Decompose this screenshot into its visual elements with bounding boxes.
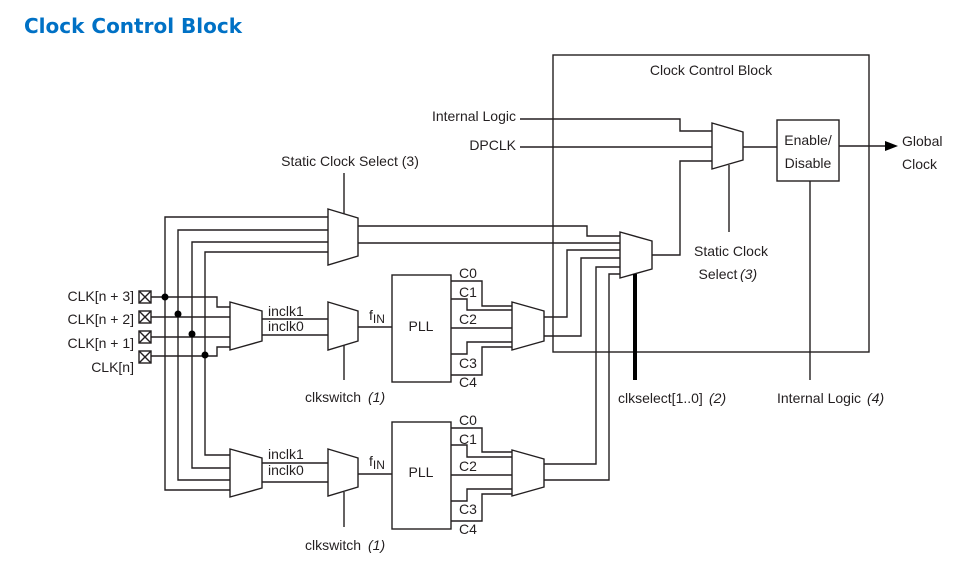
upper-clkswitch-label: clkswitch bbox=[305, 389, 361, 405]
clk-n1-label: CLK[n + 1] bbox=[67, 335, 134, 351]
fin-sub: IN bbox=[373, 312, 385, 326]
clk-bus-down-2 bbox=[177, 310, 230, 481]
clk-n3-label: CLK[n + 3] bbox=[67, 288, 134, 304]
fin-f: f bbox=[369, 453, 373, 469]
pin-box-icon bbox=[138, 350, 152, 364]
clock-control-block-title: Clock Control Block bbox=[650, 62, 773, 78]
clk-bus-wire-2 bbox=[177, 229, 328, 310]
enable-disable-line1: Enable/ bbox=[784, 132, 832, 148]
junction-dot bbox=[161, 293, 169, 301]
static-clock-select-inner-line1: Static Clock bbox=[694, 243, 769, 259]
upper-c4-wire bbox=[451, 346, 512, 376]
upper-fin-label: fIN bbox=[369, 307, 385, 326]
pin-wire-n3 bbox=[151, 296, 230, 308]
clk-bus-down-4 bbox=[204, 353, 230, 456]
pin-box-icon bbox=[138, 310, 152, 324]
lower-clkswitch-note: (1) bbox=[368, 537, 385, 553]
clk-n2-label: CLK[n + 2] bbox=[67, 311, 134, 327]
fin-f: f bbox=[369, 307, 373, 323]
lower-clkswitch-mux bbox=[327, 448, 359, 497]
clkselect-label: clkselect[1..0] bbox=[618, 390, 703, 406]
clk-bus-wire-4 bbox=[204, 251, 328, 353]
upper-out-wire-2 bbox=[544, 257, 620, 337]
static-clock-select-mux bbox=[327, 208, 359, 266]
upper-pll-output-mux bbox=[511, 301, 545, 351]
static-mux-out-1 bbox=[358, 225, 620, 237]
lower-pll-output-mux bbox=[511, 449, 545, 497]
lower-c3-wire bbox=[451, 488, 512, 502]
upper-inclk1-label: inclk1 bbox=[268, 303, 304, 319]
lower-out-wire-2 bbox=[544, 273, 620, 481]
enable-disable-box bbox=[776, 119, 840, 182]
fin-sub: IN bbox=[373, 458, 385, 472]
lower-c2-label: C2 bbox=[459, 458, 477, 474]
global-clock-arrow-icon bbox=[885, 141, 898, 151]
upper-c0-wire bbox=[451, 280, 512, 307]
upper-c3-label: C3 bbox=[459, 355, 477, 371]
clkselect-mux-out bbox=[652, 182, 681, 256]
junction-dot bbox=[201, 351, 209, 359]
clk-bus-down-3 bbox=[191, 325, 230, 469]
lower-pll-box bbox=[391, 421, 452, 530]
pin-box-icon bbox=[138, 330, 152, 344]
upper-inclk0-label: inclk0 bbox=[268, 318, 304, 334]
upper-c2-label: C2 bbox=[459, 311, 477, 327]
junction-dot bbox=[188, 330, 196, 338]
lower-inclk1-label: inclk1 bbox=[268, 446, 304, 462]
clk-input-pins: CLK[n + 3] CLK[n + 2] CLK[n + 1] CLK[n] bbox=[67, 288, 152, 375]
global-clock-label-line1: Global bbox=[902, 133, 942, 149]
internal-logic-wire bbox=[520, 118, 712, 132]
pin-wire-n bbox=[151, 346, 230, 357]
junction-dot bbox=[174, 310, 182, 318]
dpclk-input-label: DPCLK bbox=[469, 137, 516, 153]
clk-n-label: CLK[n] bbox=[91, 359, 134, 375]
lower-c0-wire bbox=[451, 427, 512, 453]
lower-c0-label: C0 bbox=[459, 412, 477, 428]
upper-input-mux bbox=[229, 301, 263, 351]
internal-logic-bottom-label: Internal Logic bbox=[777, 390, 861, 406]
upper-clkswitch-mux bbox=[327, 301, 359, 351]
upper-out-wire-1 bbox=[544, 249, 620, 318]
clk-bus-wire-1 bbox=[164, 216, 328, 296]
static-clock-select-inner-line2: Select bbox=[699, 266, 738, 282]
pin-box-icon bbox=[138, 290, 152, 304]
final-mux-feed-wire bbox=[679, 160, 712, 182]
lower-inclk0-label: inclk0 bbox=[268, 462, 304, 478]
lower-fin-label: fIN bbox=[369, 453, 385, 472]
internal-logic-bottom-note: (4) bbox=[867, 390, 884, 406]
lower-out-wire-1 bbox=[544, 266, 620, 465]
clock-control-block-box bbox=[552, 54, 870, 353]
page-heading: Clock Control Block bbox=[24, 14, 243, 38]
clock-select-mux bbox=[711, 122, 744, 170]
clkselect-note: (2) bbox=[709, 390, 726, 406]
lower-c4-wire bbox=[451, 493, 512, 522]
static-clock-select-inner-note: (3) bbox=[740, 266, 757, 282]
lower-pll-label: PLL bbox=[409, 464, 434, 480]
upper-clkswitch-note: (1) bbox=[368, 389, 385, 405]
static-clock-select-top-label: Static Clock Select (3) bbox=[281, 153, 419, 169]
upper-c3-wire bbox=[451, 341, 512, 355]
lower-c1-wire bbox=[451, 444, 512, 458]
clkselect-mux bbox=[619, 231, 653, 279]
internal-logic-input-label: Internal Logic bbox=[432, 108, 516, 124]
enable-disable-line2: Disable bbox=[785, 155, 832, 171]
upper-c0-label: C0 bbox=[459, 265, 477, 281]
lower-c4-label: C4 bbox=[459, 521, 477, 537]
upper-c1-wire bbox=[451, 298, 512, 311]
upper-c4-label: C4 bbox=[459, 374, 477, 390]
lower-clkswitch-label: clkswitch bbox=[305, 537, 361, 553]
upper-c1-label: C1 bbox=[459, 284, 477, 300]
global-clock-label-line2: Clock bbox=[902, 156, 938, 172]
lower-c1-label: C1 bbox=[459, 431, 477, 447]
lower-input-mux bbox=[229, 448, 263, 498]
lower-c3-label: C3 bbox=[459, 501, 477, 517]
upper-pll-label: PLL bbox=[409, 318, 434, 334]
clk-bus-down-1 bbox=[164, 296, 230, 491]
